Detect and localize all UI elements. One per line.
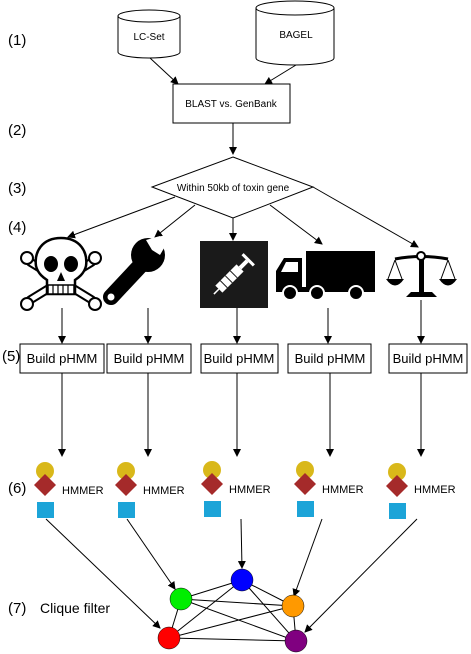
step-label-3: (3) [8,180,26,197]
step-label-2: (2) [8,122,26,139]
skull-crossbones-icon [20,236,102,311]
hmmer-label-5: HMMER [414,484,456,496]
hmmer-label-1: HMMER [62,485,104,497]
database-label-bagel: BAGEL [279,30,313,41]
hmmer-label-3: HMMER [229,484,271,496]
database-label-lc-set: LC-Set [133,32,164,43]
build-phmm-label-5: Build pHMM [393,351,464,366]
clique-node-red [157,626,181,650]
blast-box [172,83,291,124]
truck-icon [276,251,375,301]
step-label-5: (5) [2,348,20,365]
clique-node-purple [284,629,308,653]
hmmer-label-4: HMMER [322,484,364,496]
build-phmm-box-4 [287,343,372,374]
build-phmm-box-2 [106,343,192,374]
step-label-4: (4) [8,219,26,236]
database-lc-set: LC-Set [117,9,181,59]
edge-decision-to-skull [67,196,176,239]
blast-box-label: BLAST vs. GenBank [185,99,278,110]
hmm-profile-icon-3 [201,461,223,517]
edge-lc-set-to-blast [149,57,179,85]
edge-decision-to-scales [312,186,419,248]
hmm-profile-icon-1 [34,462,56,518]
edge-hmm-4-to-clique [292,518,323,597]
build-phmm-label-4: Build pHMM [295,351,366,366]
edge-hmm-5-to-clique [304,518,418,633]
database-bagel: BAGEL [255,0,335,66]
scales-icon [386,251,457,297]
edge-hmm-3-to-clique [237,518,246,569]
edge-bagel-to-blast [264,64,297,85]
edge-decision-to-wrench [154,204,196,238]
hmm-profile-icon-2 [115,462,137,518]
step-label-7: (7) [8,600,26,617]
clique-node-orange [281,594,305,618]
wrench-icon [103,236,167,305]
build-phmm-label-1: Build pHMM [27,351,98,366]
step-label-6: (6) [8,480,26,497]
syringe-icon [200,241,268,308]
hmm-profile-icon-4 [294,461,316,517]
step-label-1: (1) [8,32,26,49]
hmmer-label-2: HMMER [143,485,185,497]
edge-decision-to-truck [269,204,323,245]
decision-label: Within 50kb of toxin gene [177,183,290,194]
edge-hmm-2-to-clique [126,518,176,590]
clique-filter-label: Clique filter [40,600,110,616]
build-phmm-box-3 [200,343,279,374]
build-phmm-box-5 [388,343,468,374]
clique-node-blue [230,568,254,592]
clique-edges [168,579,297,642]
clique-node-green [169,587,193,611]
build-phmm-label-3: Build pHMM [204,351,275,366]
hmm-profile-icon-5 [386,463,408,519]
build-phmm-label-2: Build pHMM [114,351,185,366]
edge-hmm-1-to-clique [45,518,161,629]
